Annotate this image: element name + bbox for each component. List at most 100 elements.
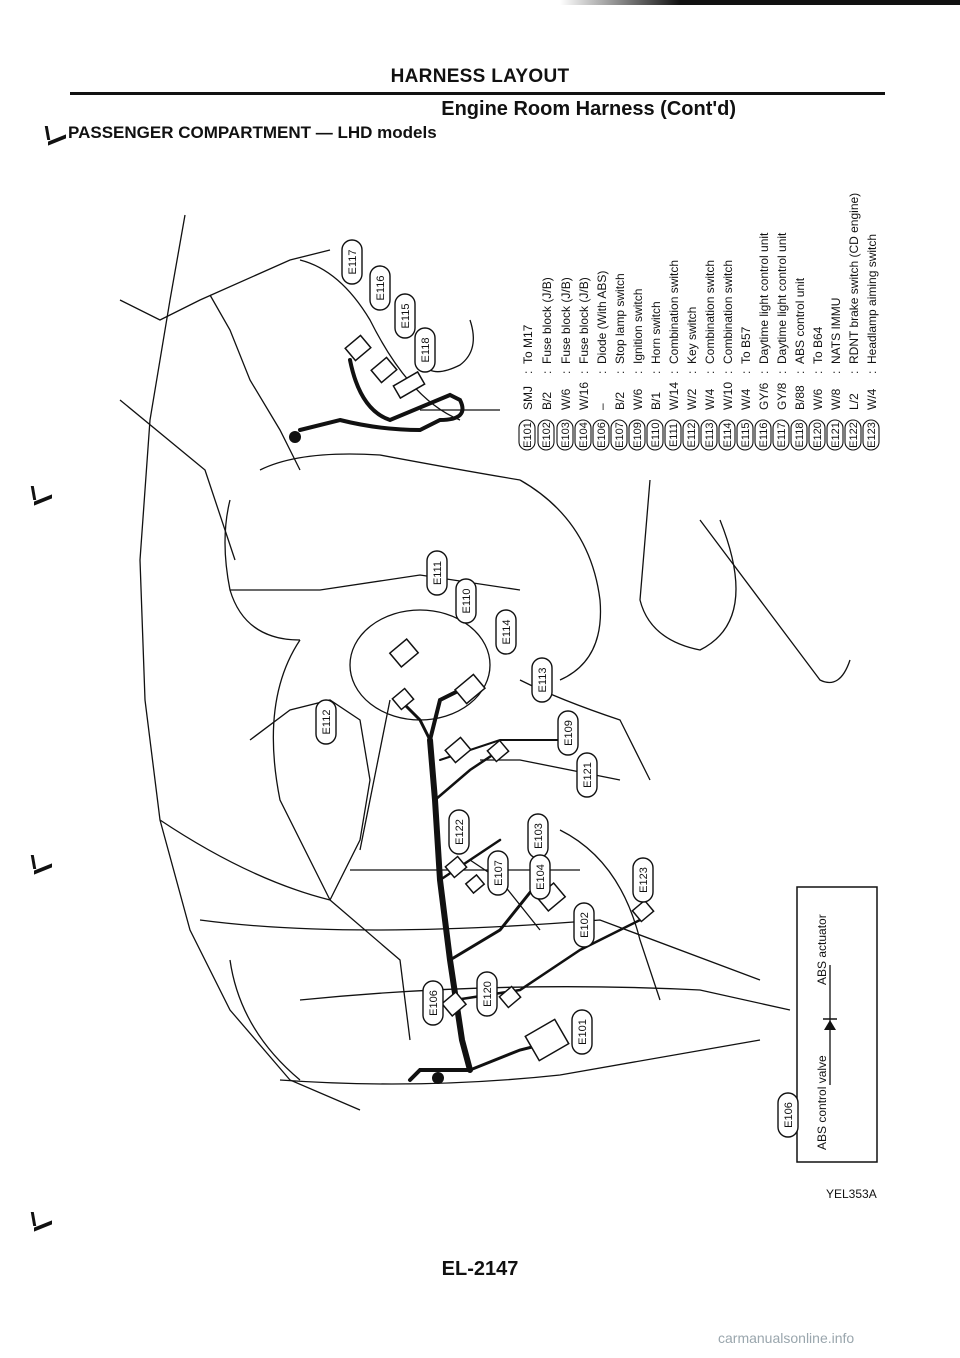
car-interior-outline [119,214,851,1111]
svg-text:B/1: B/1 [649,392,663,410]
svg-text:E123: E123 [638,867,650,893]
svg-text:E101: E101 [522,422,534,448]
legend-row: E116 GY/6 : Daytime light control unit [754,232,772,451]
connector-blocks [344,334,655,1062]
watermark: carmanualsonline.info [718,1330,855,1346]
svg-text:E118: E118 [794,423,806,448]
legend-row: E123 W/4 : Headlamp aiming switch [862,234,880,451]
svg-text:Fuse block (J/B): Fuse block (J/B) [559,277,573,364]
title-rule [70,92,885,95]
svg-text:W/2: W/2 [685,388,699,410]
svg-text:E104: E104 [578,422,590,448]
svg-text:E121: E121 [582,762,594,788]
svg-text::: : [667,371,681,374]
svg-text:E120: E120 [812,422,824,448]
svg-text::: : [775,371,789,374]
svg-text:E113: E113 [704,423,716,448]
svg-text:E112: E112 [321,710,333,735]
diode-symbol-icon [823,965,837,1085]
svg-text::: : [631,371,645,374]
legend-row: E117 GY/8 : Daytime light control unit [772,232,790,451]
callout-E110: E110 [455,578,477,624]
svg-text:E121: E121 [830,422,842,448]
svg-text:W/4: W/4 [739,388,753,410]
svg-text:E107: E107 [493,860,505,886]
svg-text:E122: E122 [848,422,860,448]
grommets [289,431,444,1084]
legend-row: E101 SMJ : To M17 [518,324,536,451]
callout-E111: E111 [426,550,448,596]
callout-E116: E116 [369,265,391,311]
section-heading: PASSENGER COMPARTMENT — LHD models [68,123,437,142]
svg-text:E101: E101 [577,1019,589,1045]
callout-E104: E104 [529,854,551,900]
legend-row: E122 L/2 : RDNT brake switch (CD engine) [844,193,862,451]
inset-left-label: ABS control valve [815,1055,829,1150]
svg-text:Combination switch: Combination switch [721,260,735,364]
legend-row: E109 W/6 : Ignition switch [628,289,646,451]
svg-text::: : [595,371,609,374]
callout-E114: E114 [495,609,517,655]
callout-E118: E118 [414,327,436,373]
page-number: EL-2147 [441,1258,519,1280]
svg-text:E111: E111 [668,423,680,447]
svg-text:Stop lamp switch: Stop lamp switch [613,273,627,364]
svg-text:E117: E117 [776,423,788,448]
svg-text::: : [793,371,807,374]
svg-text:To B64: To B64 [811,326,825,364]
legend-row: E113 W/4 : Combination switch [700,260,718,451]
legend-row: E107 B/2 : Stop lamp switch [610,273,628,451]
svg-text:Combination switch: Combination switch [667,260,681,364]
callout-E122: E122 [448,809,470,855]
page-subtitle: Engine Room Harness (Cont'd) [441,98,736,120]
svg-text:E110: E110 [461,589,473,614]
svg-text:W/14: W/14 [667,382,681,410]
svg-text:E106: E106 [596,422,608,448]
svg-text:E120: E120 [482,981,494,1007]
legend-row: E110 B/1 : Horn switch [646,301,664,451]
inset-code-tag: E106 [777,1092,799,1138]
svg-text:E115: E115 [740,423,752,448]
svg-text:E109: E109 [563,720,575,746]
legend-row: E104 W/16 : Fuse block (J/B) [574,277,592,451]
legend-row: E112 W/2 : Key switch [682,307,700,451]
callout-E106: E106 [422,980,444,1026]
callout-E115: E115 [394,293,416,339]
svg-text:E116: E116 [758,423,770,448]
svg-text:E109: E109 [632,422,644,448]
svg-text:NATS IMMU: NATS IMMU [829,298,843,364]
connector-legend: E101 SMJ : To M17 E102 B/2 : Fuse block … [518,193,880,451]
svg-text:Fuse block (J/B): Fuse block (J/B) [577,277,591,364]
svg-text:B/88: B/88 [793,385,807,410]
callout-E123: E123 [632,857,654,903]
svg-text::: : [829,371,843,374]
svg-text:Combination switch: Combination switch [703,260,717,364]
svg-text::: : [721,371,735,374]
inset-right-label: ABS actuator [815,914,829,985]
svg-text::: : [613,371,627,374]
legend-row: E115 W/4 : To B57 [736,326,754,451]
svg-text:E103: E103 [560,422,572,448]
svg-text:E102: E102 [541,422,553,448]
svg-text:RDNT brake switch (CD engine): RDNT brake switch (CD engine) [847,193,861,364]
svg-text::: : [685,371,699,374]
svg-text:E113: E113 [537,668,549,693]
svg-text:E123: E123 [866,422,878,448]
svg-text:E102: E102 [579,912,591,938]
legend-row: E103 W/6 : Fuse block (J/B) [556,277,574,451]
callout-E101: E101 [571,1009,593,1055]
callout-tags: E117 E116 E115 E118 E111 E110 E114 E113 … [315,239,654,1055]
callout-E102: E102 [573,902,595,948]
legend-row: E120 W/6 : To B64 [808,326,826,451]
svg-text:Daytime light control unit: Daytime light control unit [757,232,771,364]
svg-text::: : [847,371,861,374]
svg-text:E114: E114 [501,620,513,645]
legend-row: E111 W/14 : Combination switch [664,260,682,451]
svg-text:E106: E106 [783,1102,795,1128]
svg-text:E106: E106 [428,990,440,1016]
legend-row: E118 B/88 : ABS control unit [790,277,808,451]
svg-text:Headlamp aiming switch: Headlamp aiming switch [865,234,879,364]
svg-text:W/16: W/16 [577,382,591,410]
svg-text:Ignition switch: Ignition switch [631,289,645,364]
svg-text:Diode (With ABS): Diode (With ABS) [595,271,609,364]
